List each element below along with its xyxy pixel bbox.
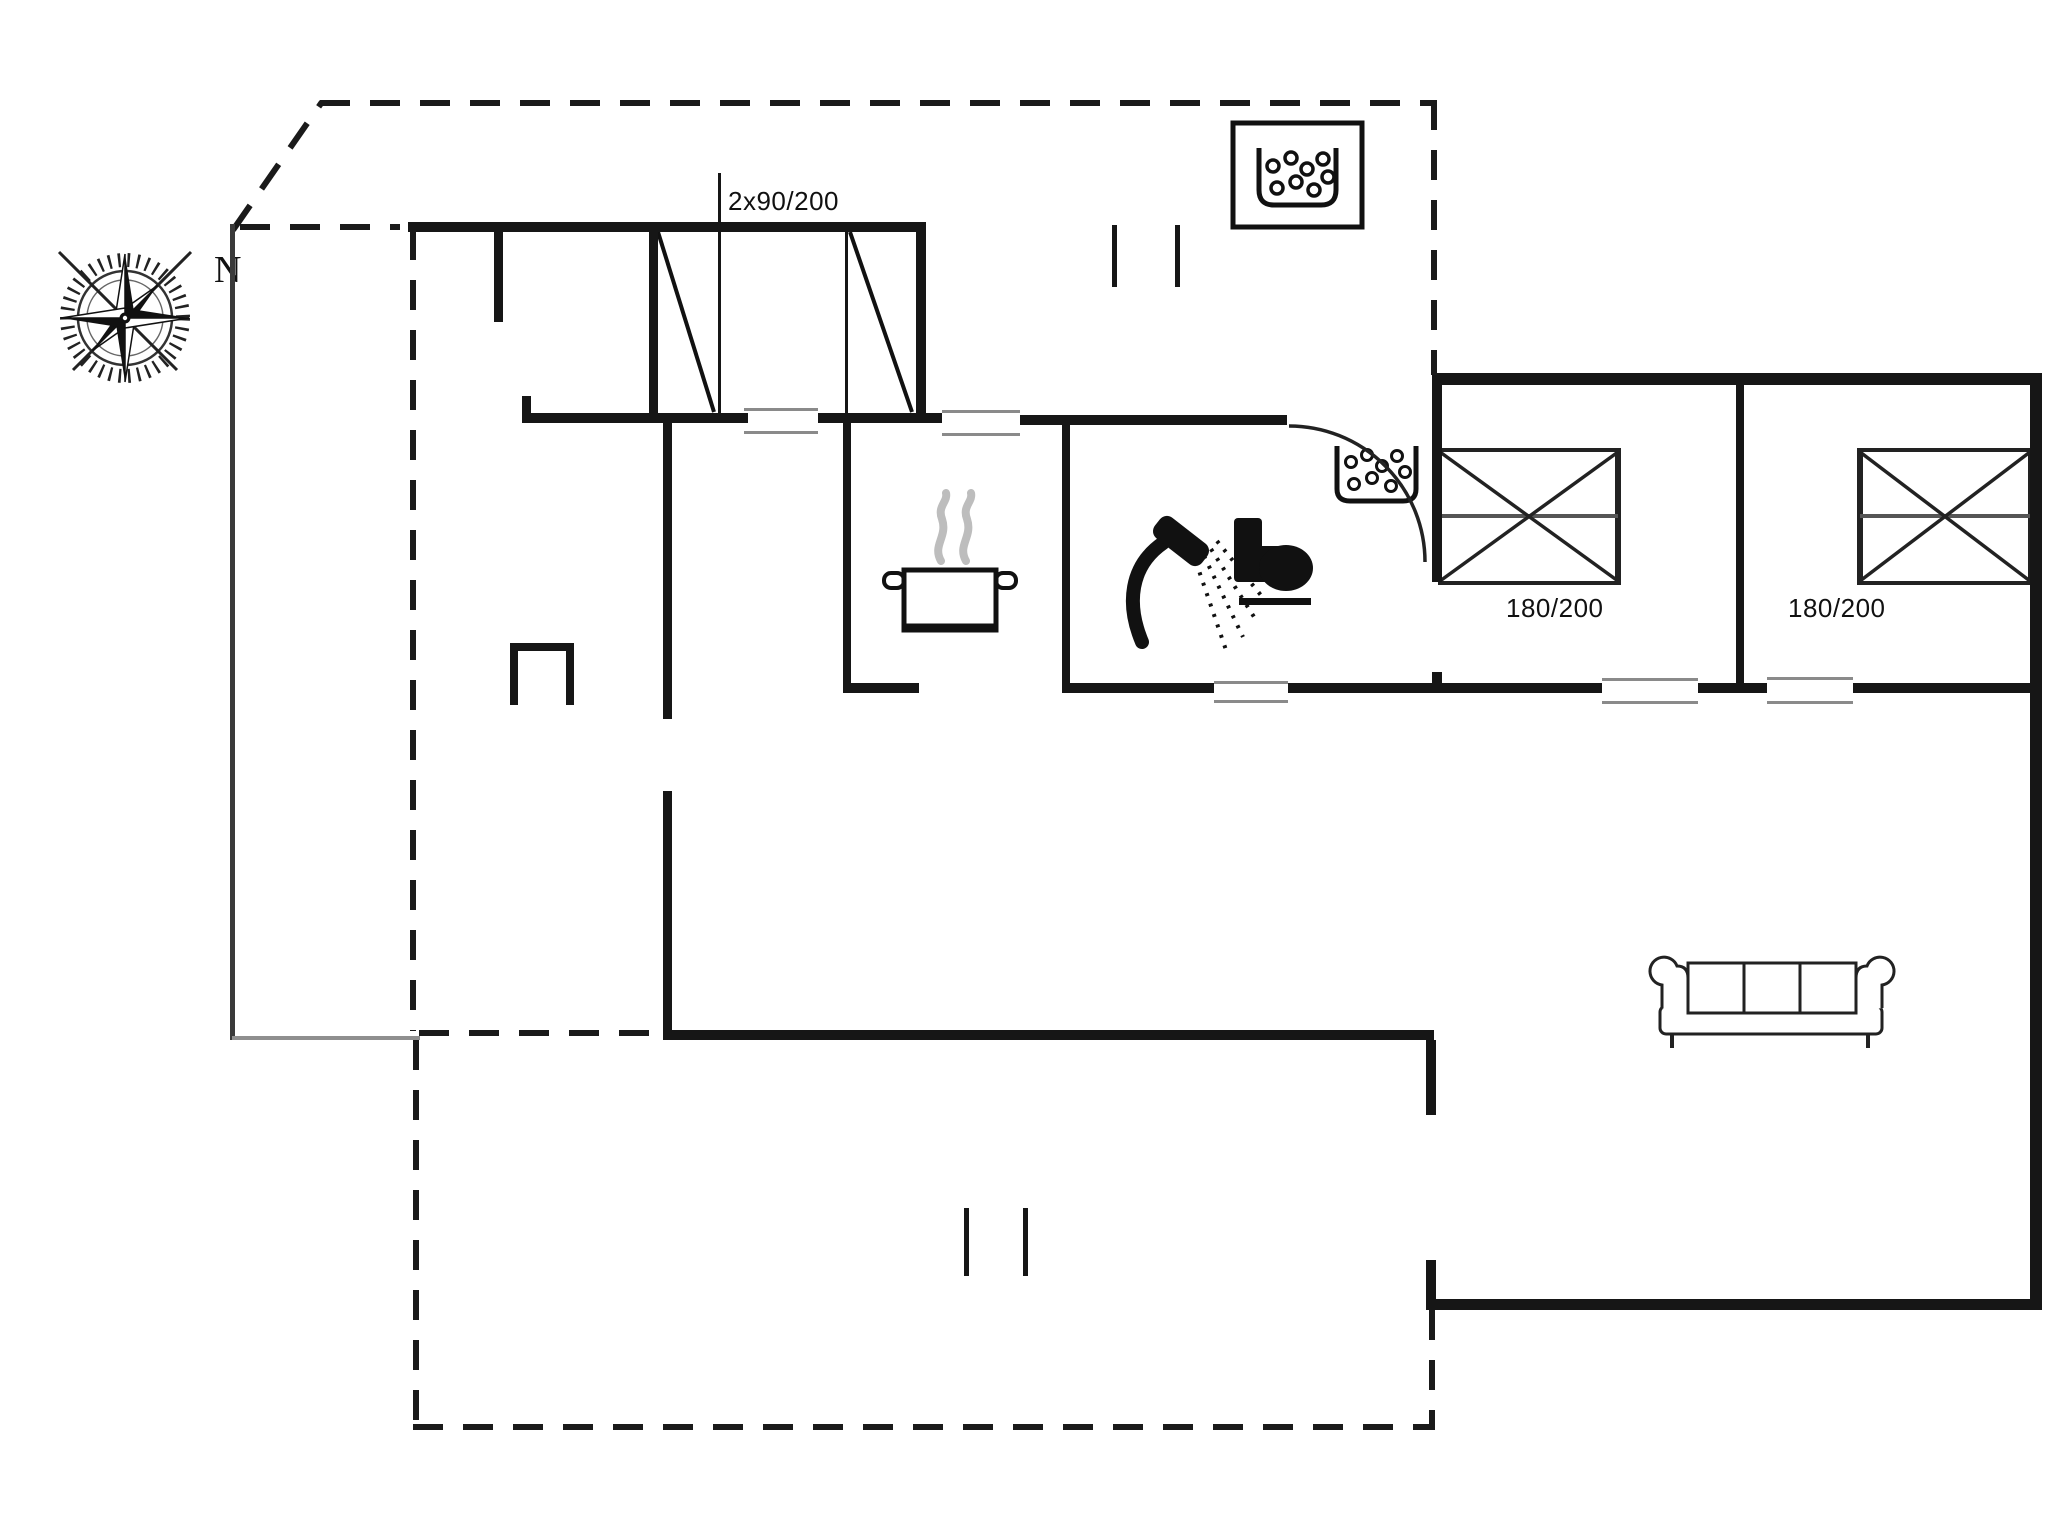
wall-bathroom-east-stub [1432,672,1442,693]
wall-living-north-step [663,1030,1434,1040]
wall-north-bathroom [1020,415,1287,425]
grill-icon [1230,120,1365,230]
wall-hall-top [408,222,925,232]
window-bathroom [1214,681,1288,684]
wardrobe-dimension-label: 2x90/200 [728,186,839,216]
window-hall-1b [744,431,818,434]
wardrobe2-icon [848,231,914,413]
wall-wardrobe-west [649,227,658,418]
wardrobe2-edge-line [845,230,848,418]
window-bedroom1-b [1602,701,1698,704]
wall-hallway-west-lower [663,791,672,1040]
bed2-dimension-label: 180/200 [1788,593,1886,623]
compass-rose-icon [57,250,193,383]
wardrobe-divider-line [718,222,721,418]
plot-boundary-diagonal [230,100,325,232]
wall-south-band-between [1698,683,1767,693]
wall-north-a [522,413,748,423]
wall-bathroom-west [1062,418,1070,693]
wall-terrace-door-north [1426,1040,1436,1115]
boundary-lot-east [1431,100,1437,375]
wall-east [2030,373,2042,1310]
boundary-lot-south-link [232,1036,420,1040]
wall-hallway-west-upper [663,418,672,719]
terrace-feature-left [510,643,518,705]
window-kitchen [942,410,1020,413]
wall-bedrooms-top [1432,373,2040,385]
wall-bedroom-divider [1736,385,1744,683]
double-bed-2-icon [1857,448,2032,585]
terrace-feature-right [566,643,574,705]
door-arc [1288,424,1427,563]
window-bathroom-b [1214,700,1288,703]
compass-north-label: N [214,249,242,291]
window-kitchen-b [942,433,1020,436]
boundary-lot-west [230,224,235,1040]
wall-north-b [818,413,942,423]
wall-hall-west [494,222,503,322]
sofa-icon [1648,955,1896,1048]
post-mark-north-1 [1112,225,1117,287]
boundary-terrace-west-lower [413,1040,419,1426]
window-bedroom2-b [1767,701,1853,704]
window-bedroom1 [1602,678,1698,681]
double-bed-1-icon [1438,448,1621,585]
bed1-dimension-label: 180/200 [1506,593,1604,623]
wall-south-band-bed2 [1853,683,2030,693]
wall-entry-stub [522,396,531,423]
shower-icon [1125,515,1266,651]
post-mark-south-2 [1023,1208,1028,1276]
boundary-terrace-west-upper [410,230,416,1031]
boundary-terrace-south [413,1424,1435,1430]
boundary-terrace-mid [419,1030,665,1036]
post-mark-north-2 [1175,225,1180,287]
wall-bathroom-east [1432,373,1442,582]
dimension-tick [718,173,721,222]
boundary-lot-north [320,100,1434,106]
wall-south-band-kitchen [843,683,919,693]
wall-terrace-door-south [1426,1260,1436,1310]
window-hall-1 [744,408,818,411]
wall-south-band-mid [1288,683,1438,693]
stove-pot-icon [882,489,1018,633]
wall-hall-east [916,222,926,423]
post-mark-south-1 [964,1208,969,1276]
wall-kitchen-west [843,418,851,693]
boundary-terrace-link-north [240,224,400,230]
wall-living-south [1426,1299,2042,1310]
terrace-feature-top [510,643,574,651]
wardrobe1-icon [656,231,716,413]
wall-south-band-bathroom [1062,683,1214,693]
toilet-icon [1234,518,1313,605]
wall-south-band-bed1 [1438,683,1602,693]
window-bedroom2 [1767,677,1853,680]
boundary-terrace-door-east [1429,1310,1435,1426]
